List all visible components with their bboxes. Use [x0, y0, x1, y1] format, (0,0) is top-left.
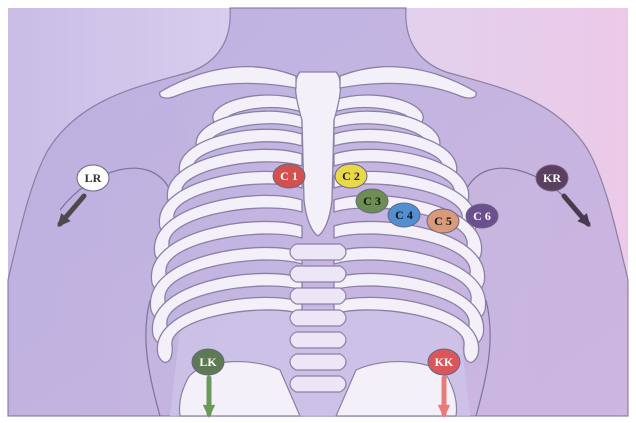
- vertebra: [290, 332, 346, 348]
- vertebra: [290, 354, 346, 370]
- electrode-c3-label: C 3: [363, 194, 381, 208]
- vertebra: [290, 244, 346, 260]
- electrode-c1-label: C 1: [280, 169, 298, 183]
- limb-lead-kr: KR: [536, 165, 568, 191]
- limb-lead-kk-label: KK: [435, 355, 454, 369]
- electrode-c5: C 5: [427, 209, 459, 233]
- limb-lead-lk-label: LK: [199, 355, 217, 369]
- electrode-c5-label: C 5: [434, 214, 452, 228]
- electrode-c2-label: C 2: [342, 169, 360, 183]
- vertebra: [290, 266, 346, 282]
- electrode-c3: C 3: [356, 189, 388, 213]
- limb-lead-lr: LR: [77, 165, 109, 191]
- vertebra: [290, 310, 346, 326]
- electrode-c6: C 6: [466, 204, 498, 228]
- electrode-c6-label: C 6: [473, 209, 491, 223]
- electrode-c4-label: C 4: [395, 208, 413, 222]
- limb-lead-lr-label: LR: [85, 171, 102, 185]
- electrode-c4: C 4: [388, 203, 420, 227]
- electrode-c1: C 1: [273, 164, 305, 188]
- vertebra: [290, 288, 346, 304]
- spine: [290, 244, 346, 392]
- limb-lead-lk: LK: [192, 349, 224, 375]
- electrode-c2: C 2: [335, 164, 367, 188]
- limb-lead-kk: KK: [428, 349, 460, 375]
- vertebra: [290, 376, 346, 392]
- limb-lead-kr-label: KR: [543, 171, 561, 185]
